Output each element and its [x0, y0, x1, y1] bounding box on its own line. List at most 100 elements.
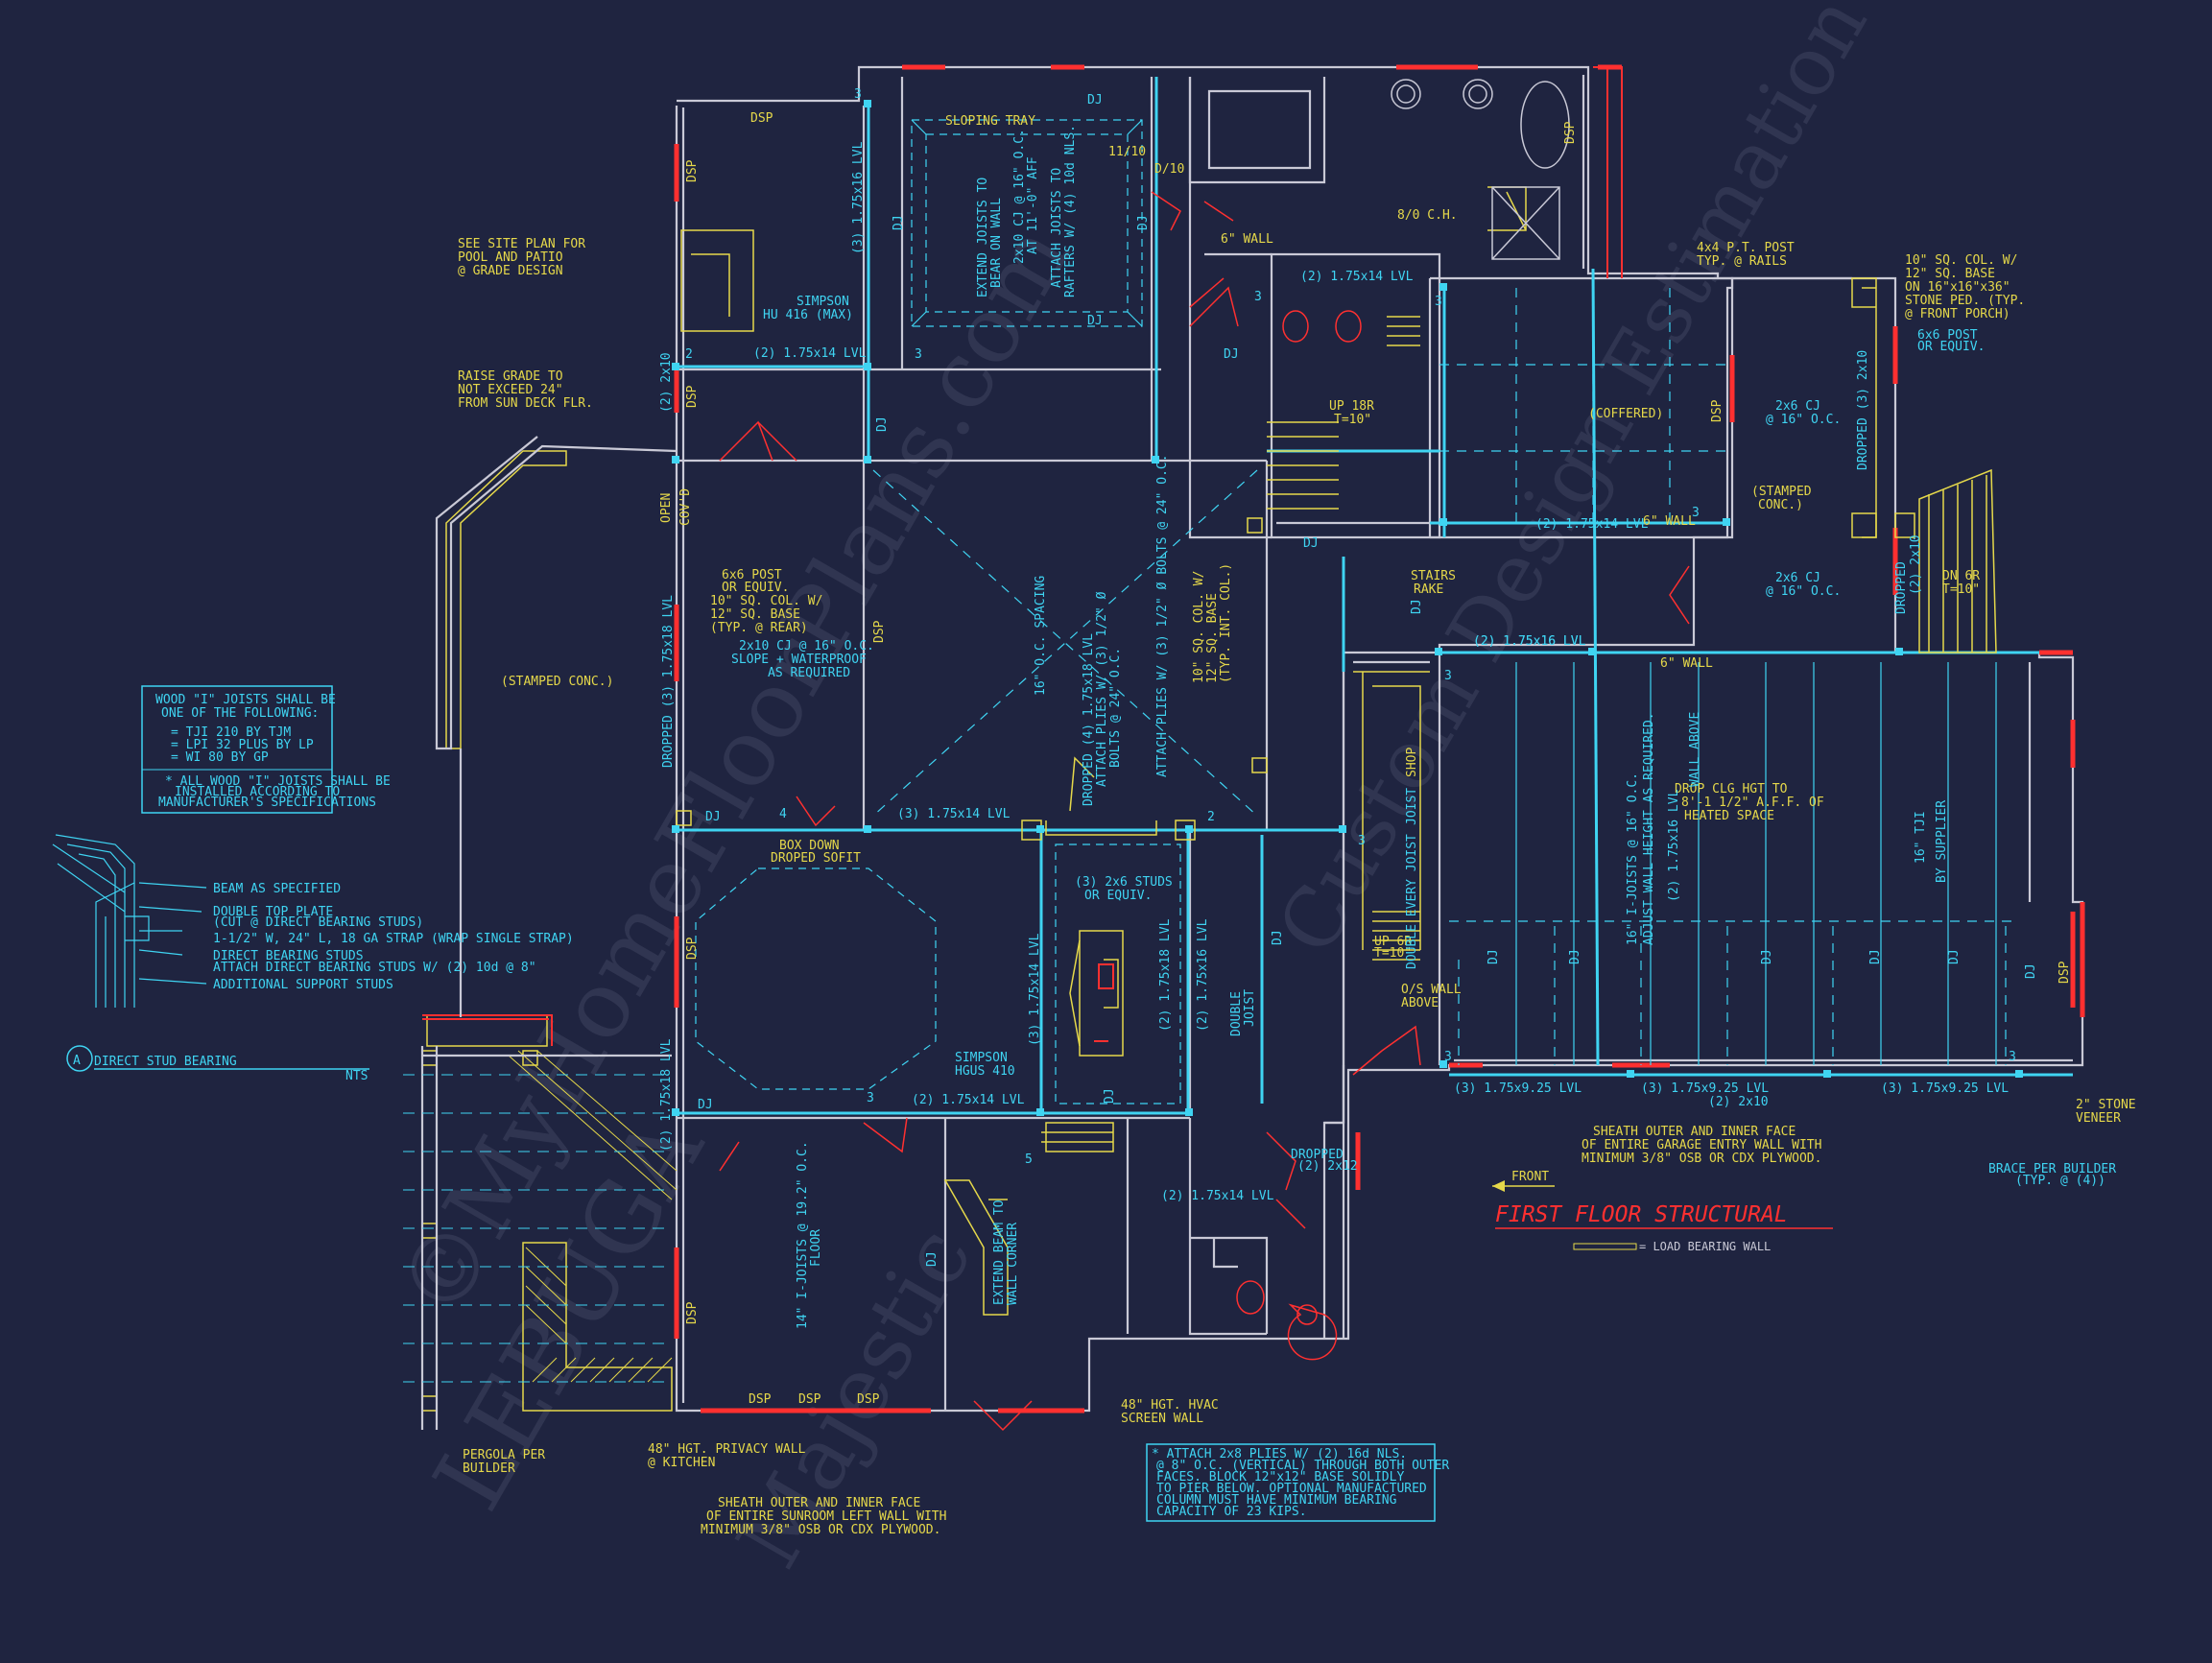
detail-label: DOUBLE TOP PLATE — [213, 905, 333, 919]
joist-note-footer: * ALL WOOD "I" JOISTS SHALL BE — [165, 774, 391, 789]
note-coffered: (COFFERED) — [1588, 407, 1663, 421]
tag-dj: DJ — [1947, 949, 1962, 964]
attach-note-line: CAPACITY OF 23 KIPS. — [1156, 1505, 1307, 1519]
tag-number: 3 — [2009, 1050, 2016, 1064]
note-stamped-conc: (STAMPED CONC.) — [501, 675, 613, 689]
note-raise-grade: NOT EXCEED 24" — [458, 383, 563, 397]
note-brace: BRACE PER BUILDER — [1988, 1162, 2116, 1176]
note-drop-ceiling: 8'-1 1/2" A.F.F. OF — [1681, 796, 1824, 810]
note-cj-2x6: @ 16" O.C. — [1766, 413, 1841, 427]
note-cj-reference: 2x10 CJ @ 16" O.C. — [1012, 129, 1027, 264]
detail-scale: NTS — [345, 1069, 368, 1083]
detail-label: ATTACH DIRECT BEARING STUDS W/ (2) 10d @… — [213, 961, 536, 975]
note-column-rear: (TYP. @ REAR) — [710, 621, 808, 635]
tag-dj: DJ — [1103, 1088, 1117, 1104]
detail-marker-circle — [66, 1045, 93, 1072]
note-privacy-wall: @ KITCHEN — [648, 1456, 715, 1470]
beam-label: (3) 1.75x16 LVL — [851, 141, 866, 254]
note-simpson-hgus410: HGUS 410 — [955, 1064, 1015, 1079]
beam-label: (3) 1.75x14 LVL — [1028, 933, 1042, 1046]
beam-label: (2) 1.75x14 LVL — [753, 346, 867, 361]
note-sheath-garage: MINIMUM 3/8" OSB OR CDX PLYWOOD. — [1582, 1152, 1821, 1166]
note-simpson-hu416: HU 416 (MAX) — [763, 308, 853, 322]
beam-label: (2) 1.75x16 LVL — [1667, 789, 1681, 902]
beam-label: (2) 1.75x16 LVL — [1196, 918, 1210, 1032]
note-garage-up: UP 6R — [1374, 935, 1412, 949]
note-hvac-wall: SCREEN WALL — [1121, 1412, 1203, 1426]
note-double-every: DOUBLE EVERY JOIST — [1405, 834, 1419, 969]
beam-label: (2) 1.75x14 LVL — [1300, 270, 1414, 284]
note-wall-above-v: WALL ABOVE — [1688, 712, 1702, 787]
note-column-porch: 6x6 POST — [1917, 328, 1978, 343]
attach-note-line: COLUMN MUST HAVE MINIMUM BEARING — [1156, 1493, 1397, 1508]
note-sheath-sunroom: SHEATH OUTER AND INNER FACE — [718, 1496, 920, 1510]
tag-dsp: DSP — [685, 385, 700, 408]
kitchen-island — [1069, 930, 1124, 1057]
bearing-points — [672, 100, 2023, 1116]
tag-dj: DJ — [2024, 963, 2038, 979]
note-column-int: 10" SQ. COL. W/ — [1192, 571, 1206, 683]
note-sheath-sunroom: OF ENTIRE SUNROOM LEFT WALL WITH — [706, 1509, 946, 1524]
note-tji-garage: 16" TJI — [1914, 811, 1928, 864]
front-label: FRONT — [1511, 1170, 1549, 1184]
beam-label: (2) 1.75x14 LVL — [912, 1093, 1025, 1107]
note-sheath-sunroom: MINIMUM 3/8" OSB OR CDX PLYWOOD. — [701, 1523, 940, 1537]
note-i-joists-garage: 16" I-JOISTS @ 16" O.C. — [1626, 772, 1640, 945]
note-stamped-conc-right: (STAMPED — [1751, 485, 1812, 499]
note-cj-2x6: 2x6 CJ — [1775, 399, 1820, 414]
tag-number: 3 — [1692, 506, 1700, 520]
tag-number: 3 — [915, 347, 922, 362]
pergola — [403, 1014, 672, 1430]
joist-note-footer: INSTALLED ACCORDING TO — [175, 785, 340, 799]
note-post-rails: TYP. @ RAILS — [1697, 254, 1787, 269]
note-stairs-up: T=10" — [1334, 413, 1371, 427]
note-stairs-rake: STAIRS — [1411, 569, 1456, 583]
beam-label: (2) 2x10 — [659, 352, 674, 413]
attach-note-line: FACES. BLOCK 12"x12" BASE SOLIDLY — [1156, 1470, 1404, 1485]
note-studs: (3) 2x6 STUDS — [1075, 875, 1173, 890]
tag-dj: DJ — [1760, 949, 1774, 964]
tag-dsp: DSP — [685, 937, 700, 960]
note-column-int: (TYP. INT. COL.) — [1219, 563, 1233, 683]
note-cj-reference: AT 11'-0" AFF — [1026, 156, 1040, 254]
note-brace: (TYP. @ (4)) — [2015, 1174, 2105, 1188]
note-stairs-up: UP 18R — [1329, 399, 1374, 414]
note-column-porch: 10" SQ. COL. W/ — [1905, 253, 2017, 268]
beam-label: (2) 2x10 — [1708, 1095, 1769, 1109]
beam-label: (3) 1.75x9.25 LVL — [1881, 1081, 2009, 1096]
note-raise-grade: FROM SUN DECK FLR. — [458, 396, 593, 411]
tag-dsp: DSP — [872, 620, 887, 643]
front-arrow-head — [1492, 1180, 1505, 1192]
window-marks — [674, 64, 2085, 1414]
note-attach-joists: RAFTERS W/ (4) 10d NLS. — [1063, 125, 1078, 297]
tag-number: 3 — [867, 1091, 874, 1105]
door-swings — [719, 191, 1690, 1432]
joist-note-line: = WI 80 BY GP — [171, 750, 269, 765]
tag-dj: DJ — [892, 215, 906, 230]
note-ceiling-joists: SLOPE + WATERPROOF — [731, 653, 867, 667]
sheet-title: FIRST FLOOR STRUCTURAL — [1495, 1202, 1788, 1227]
beam-label: DROPPED (3) 2x10 — [1856, 350, 1870, 470]
tag-number: 2 — [1207, 810, 1215, 824]
note-site-plan: @ GRADE DESIGN — [458, 264, 563, 278]
note-pergola: BUILDER — [463, 1461, 515, 1476]
detail-a-drawing — [52, 834, 207, 1008]
note-sloping-tray: SLOPING TRAY — [945, 114, 1035, 129]
tag-number: 3 — [854, 87, 862, 102]
note-attach-bolts: ATTACH PLIES W/ (3) 1/2" Ø BOLTS @ 24" O… — [1155, 454, 1170, 777]
note-sheath-garage: OF ENTIRE GARAGE ENTRY WALL WITH — [1582, 1138, 1821, 1152]
cooktop — [1094, 963, 1114, 1042]
attach-note-line: TO PIER BELOW. OPTIONAL MANUFACTURED — [1156, 1482, 1427, 1496]
note-raise-grade: RAISE GRADE TO — [458, 369, 563, 384]
tag-dj: DJ — [1136, 215, 1151, 230]
tag-number: 3 — [1435, 295, 1442, 309]
beam-label: (2) 1.75x16 LVL — [1473, 634, 1586, 649]
note-sheath-garage: SHEATH OUTER AND INNER FACE — [1593, 1125, 1796, 1139]
note-dropped-lvl: DROPPED (4) 1.75x18 LVL — [1082, 633, 1096, 806]
tag-dsp: DSP — [685, 1301, 700, 1324]
tag-dj: DJ — [1410, 599, 1424, 614]
beam-label: (2) 1.75x16 LVL — [1473, 634, 1586, 649]
note-privacy-wall: 48" HGT. PRIVACY WALL — [648, 1442, 806, 1457]
